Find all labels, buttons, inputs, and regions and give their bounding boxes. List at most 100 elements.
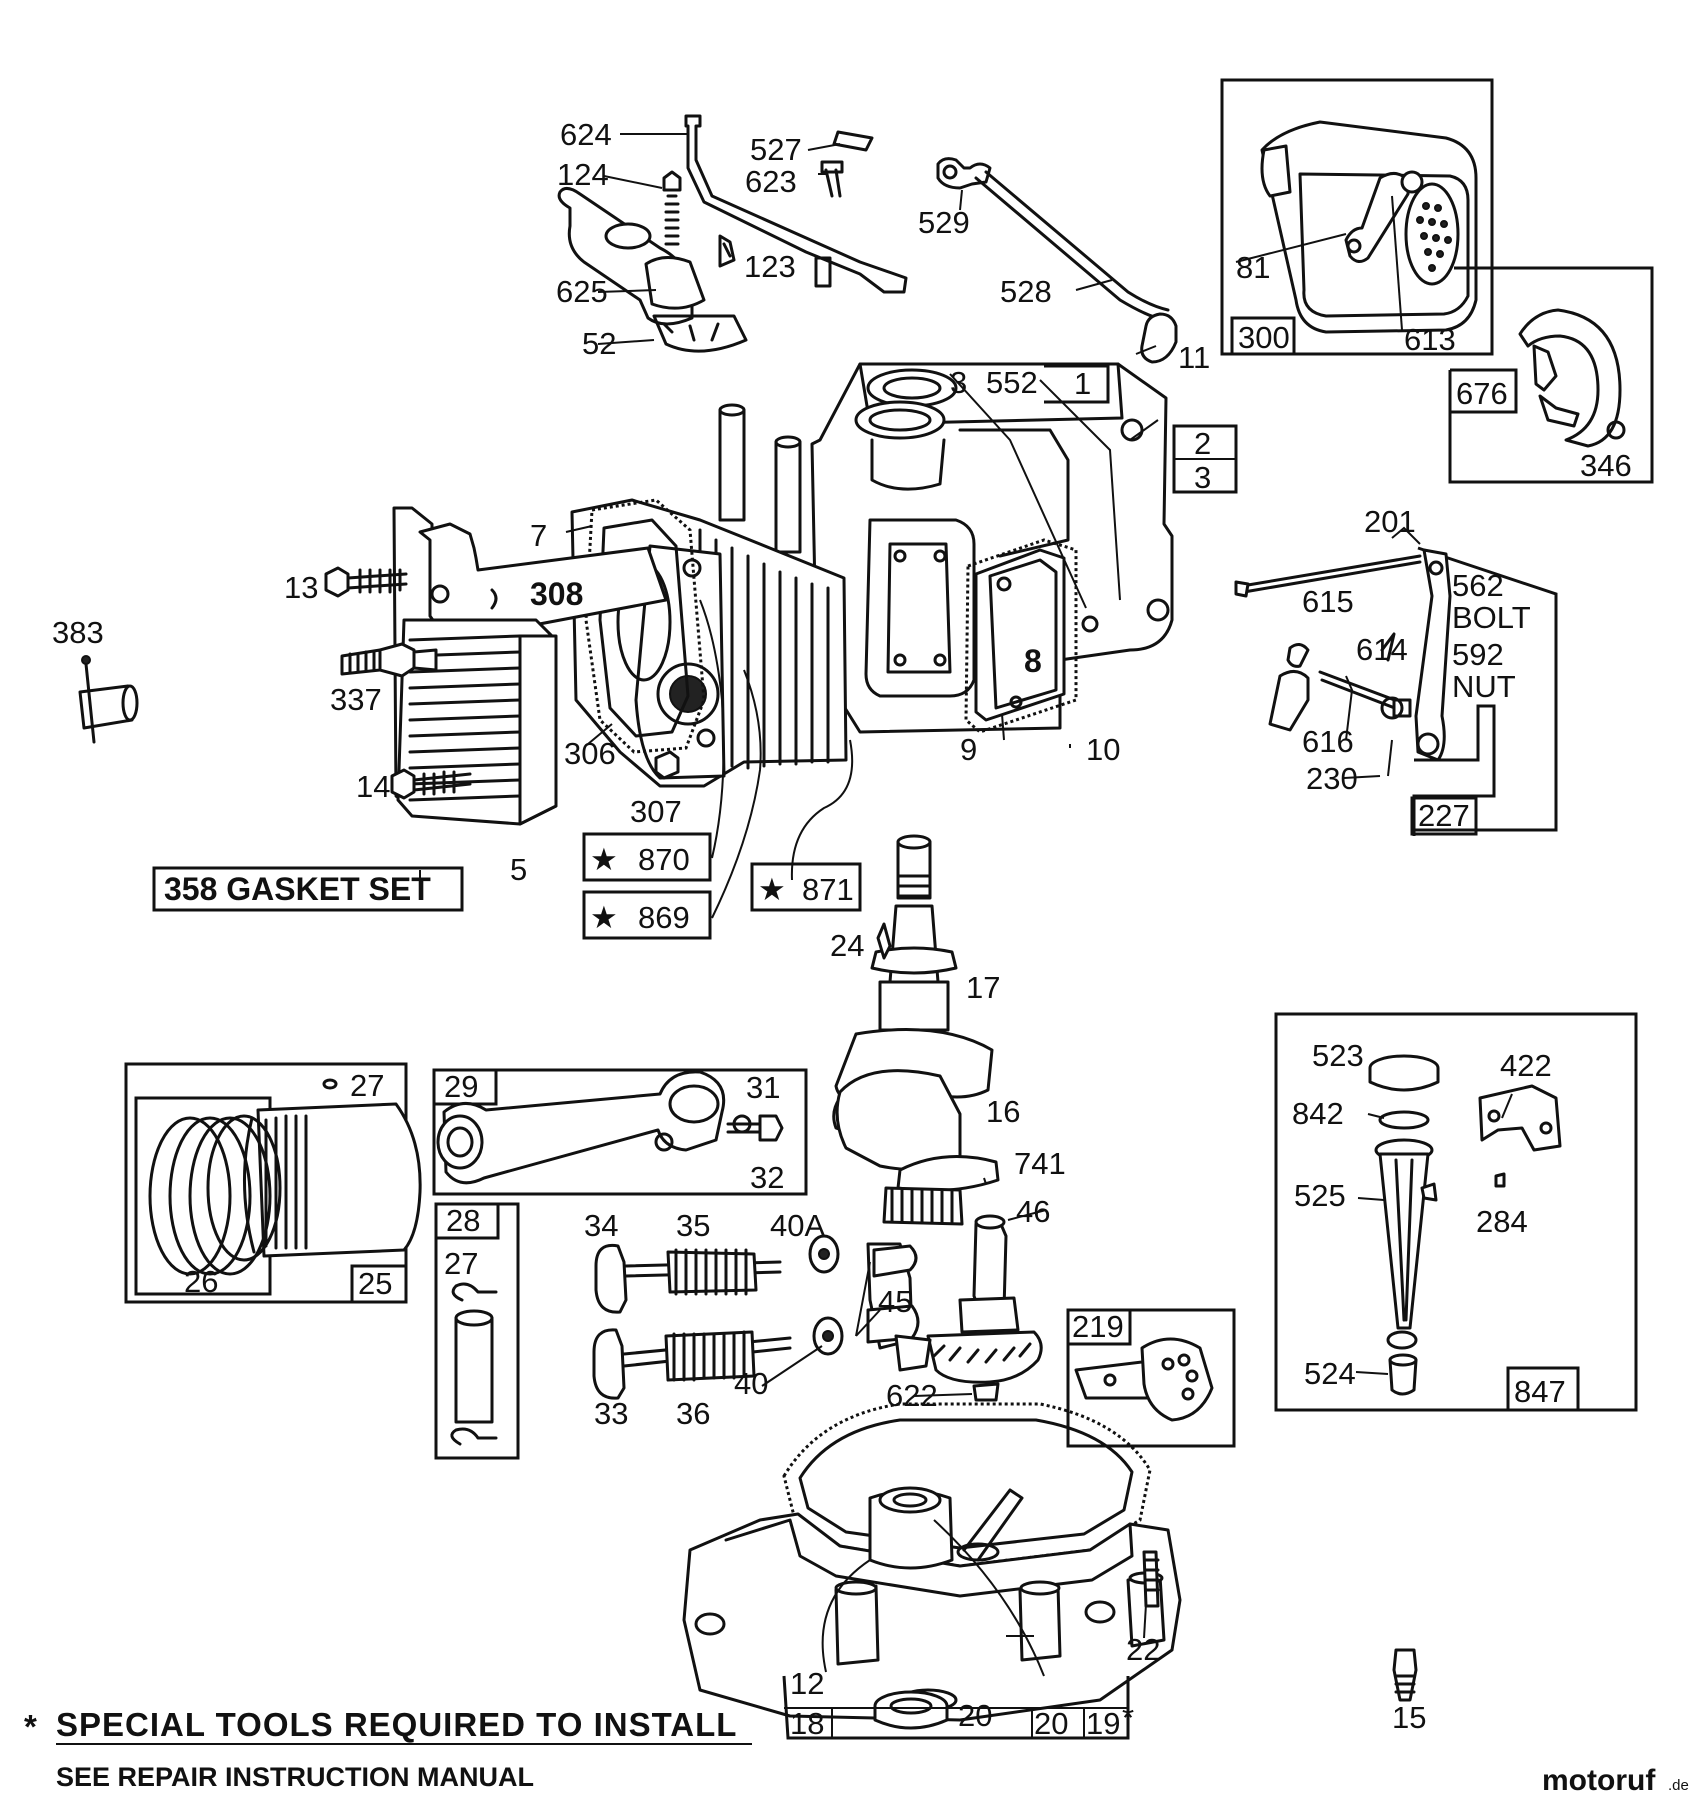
kit-869-star: ★ [590, 900, 618, 935]
label-124: 124 [557, 157, 609, 192]
label-24: 24 [830, 928, 864, 963]
engine-block [570, 362, 1174, 788]
watermark-brand: motoruf [1542, 1764, 1656, 1797]
kit-870: 870 [638, 842, 690, 877]
part-labels: 624 527 124 623 529 123 625 528 52 11 81… [52, 117, 1632, 1735]
boxed-219: 219 [1072, 1309, 1124, 1344]
label-11: 11 [1178, 340, 1210, 375]
breather-tube-group [557, 114, 908, 353]
label-741: 741 [1014, 1146, 1066, 1181]
label-562: 562 [1452, 568, 1504, 603]
tube-528 [936, 157, 1178, 364]
label-16: 16 [986, 1094, 1020, 1129]
label-5: 5 [510, 852, 527, 887]
label-552: 552 [986, 365, 1038, 400]
footnote-star: * [24, 1708, 38, 1745]
label-623: 623 [745, 164, 797, 199]
boxed-3: 3 [1194, 460, 1211, 495]
boxed-19-star: * [1122, 1700, 1134, 1735]
label-36: 36 [676, 1396, 710, 1431]
label-34: 34 [584, 1208, 618, 1243]
label-35: 35 [676, 1208, 710, 1243]
label-32: 32 [750, 1160, 784, 1195]
kit-871: 871 [802, 872, 854, 907]
label-31: 31 [746, 1070, 780, 1105]
label-201: 201 [1364, 504, 1416, 539]
label-nut: NUT [1452, 669, 1516, 704]
crankshaft [832, 834, 1000, 1226]
label-12: 12 [790, 1666, 824, 1701]
cylinder-head-group [78, 506, 680, 826]
footnote: * SPECIAL TOOLS REQUIRED TO INSTALL SEE … [24, 1706, 752, 1792]
kit-871-star: ★ [758, 872, 786, 907]
label-523: 523 [1312, 1038, 1364, 1073]
label-46: 46 [1016, 1194, 1050, 1229]
label-3-top: 3 [950, 365, 967, 400]
boxed-300: 300 [1238, 320, 1290, 355]
kit-869: 869 [638, 900, 690, 935]
label-613: 613 [1404, 322, 1456, 357]
control-group [1234, 546, 1558, 836]
watermark: motoruf .de [1542, 1764, 1689, 1797]
kit-labels: ★ 870 ★ 869 ★ 871 358 GASKET SET [164, 842, 854, 935]
label-26: 26 [184, 1264, 218, 1299]
piston-group [124, 1062, 422, 1304]
label-592: 592 [1452, 637, 1504, 672]
label-346: 346 [1580, 448, 1632, 483]
label-625: 625 [556, 274, 608, 309]
dipstick-group [1274, 1012, 1638, 1412]
gasket-set-label: 358 GASKET SET [164, 871, 431, 907]
label-307: 307 [630, 794, 682, 829]
label-27-top: 27 [350, 1068, 384, 1103]
connecting-rod-group [432, 1068, 808, 1196]
boxed-labels: 1 2 3 300 676 227 25 29 28 219 847 18 20… [358, 320, 1566, 1741]
boxed-29: 29 [444, 1069, 478, 1104]
label-13: 13 [284, 570, 318, 605]
boxed-227: 227 [1418, 798, 1470, 833]
label-624: 624 [560, 117, 612, 152]
label-383: 383 [52, 615, 104, 650]
boxed-1: 1 [1074, 366, 1091, 401]
footnote-line1: SPECIAL TOOLS REQUIRED TO INSTALL [56, 1706, 737, 1743]
label-7: 7 [530, 518, 547, 553]
leader-lines [419, 133, 1513, 1677]
label-616: 616 [1302, 724, 1354, 759]
label-22: 22 [1126, 1632, 1160, 1667]
muffler-holes [1416, 202, 1452, 272]
shield-group [1448, 266, 1654, 484]
label-524: 524 [1304, 1356, 1356, 1391]
label-81: 81 [1236, 250, 1270, 285]
label-33: 33 [594, 1396, 628, 1431]
label-529: 529 [918, 205, 970, 240]
label-308: 308 [530, 576, 583, 612]
valves-group [592, 1234, 844, 1400]
label-9: 9 [960, 732, 977, 767]
boxed-25: 25 [358, 1266, 392, 1301]
boxed-847: 847 [1514, 1374, 1566, 1409]
boxed-20: 20 [1034, 1706, 1068, 1741]
label-14: 14 [356, 769, 390, 804]
label-boxes [152, 364, 1478, 1740]
label-615: 615 [1302, 584, 1354, 619]
boxed-676: 676 [1456, 376, 1508, 411]
label-230: 230 [1306, 761, 1358, 796]
label-614: 614 [1356, 632, 1408, 667]
muffler-group [1220, 78, 1494, 356]
label-bolt: BOLT [1452, 600, 1531, 635]
label-52: 52 [582, 326, 616, 361]
label-15: 15 [1392, 1700, 1426, 1735]
label-27-pin: 27 [444, 1246, 478, 1281]
watermark-tld: .de [1668, 1777, 1689, 1794]
kit-870-star: ★ [590, 842, 618, 877]
label-45: 45 [878, 1284, 912, 1319]
label-306: 306 [564, 736, 616, 771]
label-528: 528 [1000, 274, 1052, 309]
footnote-line2: SEE REPAIR INSTRUCTION MANUAL [56, 1762, 534, 1792]
label-622: 622 [886, 1378, 938, 1413]
boxed-28: 28 [446, 1203, 480, 1238]
boxed-18: 18 [790, 1706, 824, 1741]
label-123: 123 [744, 249, 796, 284]
governor-group [1066, 1308, 1236, 1448]
label-17: 17 [966, 970, 1000, 1005]
